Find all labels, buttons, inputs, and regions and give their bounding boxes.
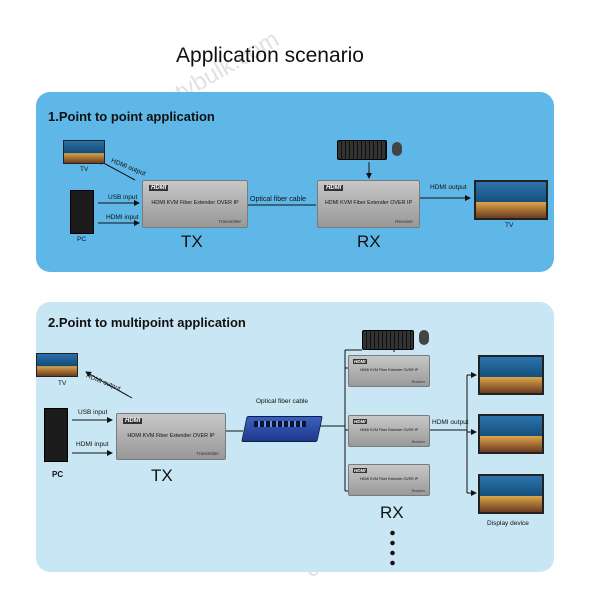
rx-receiver-box-1: HDMI HDMI KVM Fiber Extender OVER IP Rec…	[348, 355, 430, 387]
rx-receiver-box-3: HDMI HDMI KVM Fiber Extender OVER IP Rec…	[348, 464, 430, 496]
more-dots-icon	[390, 528, 395, 570]
tx-device-label: HDMI KVM Fiber Extender OVER IP	[127, 433, 215, 439]
pc-label: PC	[77, 236, 87, 243]
tv-left-icon	[36, 353, 78, 377]
panel-point-to-point	[36, 92, 554, 272]
rx-receiver-box: HDMI HDMI KVM Fiber Extender OVER IP Rec…	[317, 180, 420, 228]
tv-right-icon	[474, 180, 548, 220]
tx-label: TX	[181, 232, 203, 251]
display-icon-1	[478, 355, 544, 395]
hdmi-input-label: HDMI input	[76, 441, 109, 448]
rx-device-sub: Receiver	[411, 489, 425, 493]
tv-right-label: TV	[505, 222, 514, 229]
tv-left-label: TV	[80, 166, 89, 173]
hdmi-output-right-label: HDMI output	[430, 184, 467, 191]
optical-fiber-cable-label: Optical fiber cable	[250, 196, 307, 203]
usb-input-label: USB input	[78, 409, 108, 416]
hdmi-logo: HDMI	[123, 418, 143, 424]
scenario1-heading: 1.Point to point application	[48, 109, 215, 124]
pc-tower-icon	[70, 190, 94, 234]
hdmi-logo: HDMI	[149, 185, 169, 191]
tx-device-sub: Transmitter	[196, 451, 219, 456]
rx-device-label: HDMI KVM Fiber Extender OVER IP	[359, 477, 419, 481]
rx-device-label: HDMI KVM Fiber Extender OVER IP	[359, 368, 419, 372]
mouse-icon	[392, 142, 402, 156]
rx-receiver-box-2: HDMI HDMI KVM Fiber Extender OVER IP Rec…	[348, 415, 430, 447]
switch-ports	[254, 421, 306, 427]
rx-device-sub: Receiver	[411, 440, 425, 444]
rx-device-label: HDMI KVM Fiber Extender OVER IP	[359, 428, 419, 432]
display-device-label: Display device	[487, 520, 529, 527]
rx-label: RX	[357, 232, 381, 251]
tx-label: TX	[151, 466, 173, 485]
display-icon-3	[478, 474, 544, 514]
rx-label: RX	[380, 503, 404, 522]
hdmi-input-label: HDMI input	[106, 214, 139, 221]
display-icon-2	[478, 414, 544, 454]
tx-transmitter-box: HDMI HDMI KVM Fiber Extender OVER IP Tra…	[116, 413, 226, 460]
hdmi-logo: HDMI	[353, 468, 367, 473]
hdmi-logo: HDMI	[324, 185, 344, 191]
tx-transmitter-box: HDMI HDMI KVM Fiber Extender OVER IP Tra…	[142, 180, 248, 228]
rx-device-sub: Receiver	[395, 219, 413, 224]
usb-input-label: USB input	[108, 194, 138, 201]
network-switch-icon	[241, 416, 323, 442]
pc-label: PC	[52, 470, 64, 479]
hdmi-output-label: HDMI output	[432, 419, 469, 426]
rx-device-label: HDMI KVM Fiber Extender OVER IP	[324, 200, 413, 206]
tx-device-sub: Transmitter	[218, 219, 241, 224]
pc-tower-icon	[44, 408, 68, 462]
mouse-icon	[419, 330, 429, 345]
tv-left-icon	[63, 140, 105, 164]
tv-left-label: TV	[58, 380, 67, 387]
tx-device-label: HDMI KVM Fiber Extender OVER IP	[151, 200, 239, 206]
keyboard-icon	[362, 330, 414, 350]
hdmi-logo: HDMI	[353, 419, 367, 424]
page-title: Application scenario	[176, 44, 364, 67]
keyboard-icon	[337, 140, 387, 160]
optical-fiber-cable-label: Optical fiber cable	[256, 398, 309, 405]
rx-device-sub: Receiver	[411, 380, 425, 384]
hdmi-logo: HDMI	[353, 359, 367, 364]
scenario2-heading: 2.Point to multipoint application	[48, 315, 246, 330]
